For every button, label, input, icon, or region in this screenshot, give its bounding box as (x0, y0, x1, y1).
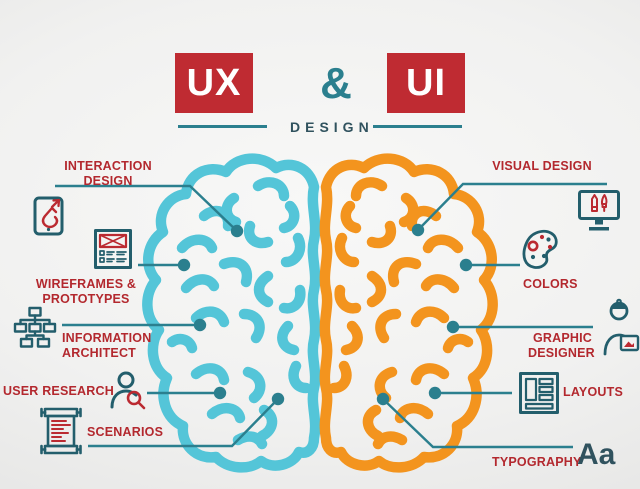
design-subtitle: DESIGN (290, 119, 374, 135)
label-visual-design: VISUAL DESIGN (492, 159, 592, 173)
sitemap-icon (12, 306, 58, 352)
label-scenarios: SCENARIOS (87, 425, 164, 439)
connector-dots (177, 223, 473, 406)
label-wireframes-prototypes: WIREFRAMES & PROTOTYPES (35, 277, 137, 306)
label-graphic-designer: GRAPHIC DESIGNER (528, 331, 595, 360)
brain-left-half (147, 159, 315, 468)
design-monitor-icon (577, 189, 621, 235)
ui-badge: UI (387, 53, 465, 113)
layout-grid-icon (518, 371, 560, 415)
line-scenarios (88, 398, 279, 448)
line-typography (382, 398, 573, 449)
label-layouts: LAYOUTS (563, 385, 623, 399)
designer-person-icon (598, 298, 640, 356)
line-visual-design (417, 182, 607, 231)
tablet-touch-icon (32, 193, 72, 237)
brain-right-half (325, 159, 493, 468)
label-information-architect: INFORMATION ARCHITECT (62, 331, 152, 360)
label-user-research: USER RESEARCH (3, 384, 114, 398)
wireframe-icon (93, 228, 133, 270)
palette-icon (520, 226, 560, 274)
connector-lines (55, 182, 607, 449)
ux-badge: UX (175, 53, 253, 113)
ui-underline (373, 125, 462, 128)
line-interaction-design (55, 184, 238, 232)
typography-sample: Aa (577, 438, 616, 471)
ux-underline (178, 125, 267, 128)
label-colors: COLORS (523, 277, 578, 291)
label-interaction-design: INTERACTION DESIGN (64, 159, 152, 188)
scroll-icon (38, 406, 84, 456)
user-search-icon (103, 370, 147, 410)
label-typography: TYPOGRAPHY (492, 455, 582, 469)
ampersand: & (320, 59, 352, 108)
